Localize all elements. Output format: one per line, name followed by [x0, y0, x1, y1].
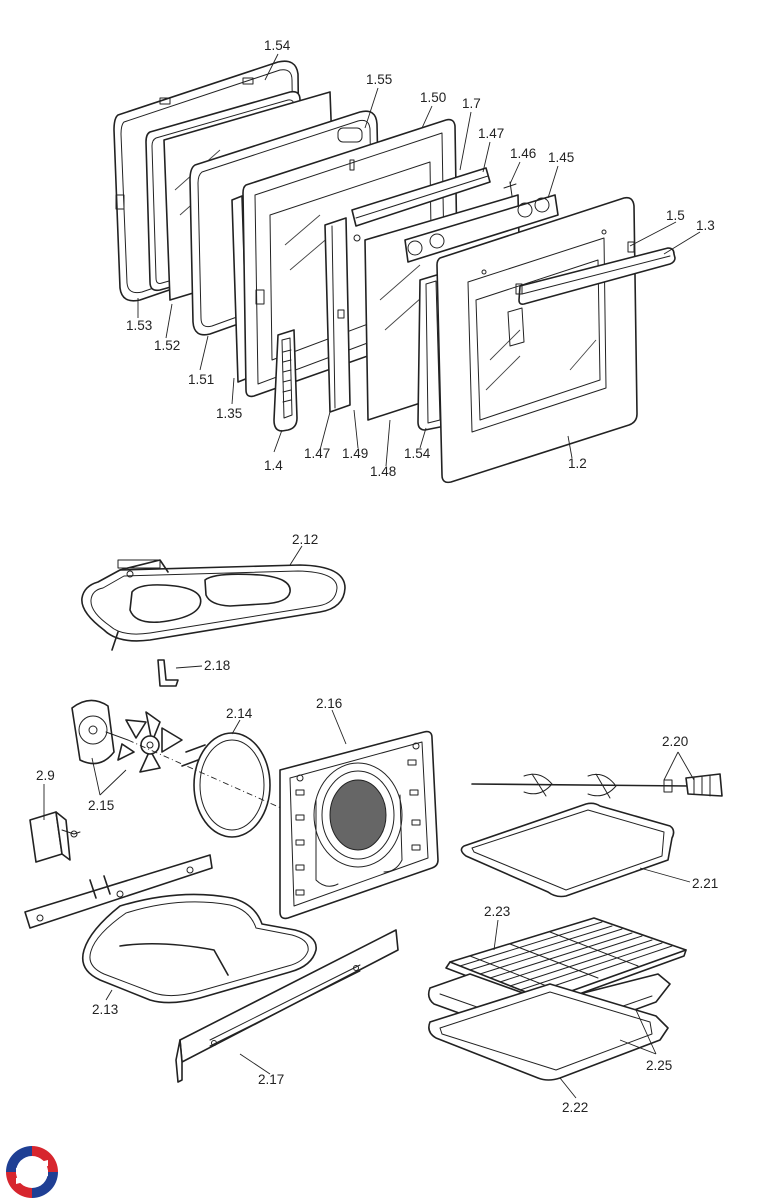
- label-2-13: 2.13: [92, 1002, 118, 1017]
- brand-logo-icon: [6, 1146, 58, 1198]
- brand-logo: [2, 1142, 62, 1200]
- assembly-axis: [127, 739, 291, 813]
- label-2-21: 2.21: [692, 876, 718, 891]
- part-2-14-circular-element: [181, 732, 271, 838]
- label-1-47-top: 1.47: [478, 126, 504, 141]
- part-1-47-side-channel: [324, 217, 351, 413]
- part-2-9-switch: [29, 811, 81, 863]
- part-2-18-clip: [157, 659, 179, 687]
- part-1-46-screw: [503, 181, 517, 197]
- label-1-5: 1.5: [666, 208, 685, 223]
- label-2-14: 2.14: [226, 706, 253, 721]
- label-2-25: 2.25: [646, 1058, 672, 1073]
- label-2-20: 2.20: [662, 734, 688, 749]
- label-2-16: 2.16: [316, 696, 342, 711]
- label-1-55: 1.55: [366, 72, 392, 87]
- part-labels: 1.54 1.55 1.50 1.7 1.47 1.46 1.45 1.5 1.…: [36, 38, 718, 1115]
- label-1-47-bottom: 1.47: [304, 446, 330, 461]
- label-2-23: 2.23: [484, 904, 510, 919]
- label-1-52: 1.52: [154, 338, 180, 353]
- label-1-35: 1.35: [216, 406, 242, 421]
- label-2-15: 2.15: [88, 798, 114, 813]
- part-2-22-deep-tray: [428, 983, 669, 1081]
- label-1-45: 1.45: [548, 150, 574, 165]
- part-2-17-cover-strip: [175, 929, 399, 1083]
- label-1-50: 1.50: [420, 90, 446, 105]
- label-2-17: 2.17: [258, 1072, 284, 1087]
- label-1-4: 1.4: [264, 458, 283, 473]
- fan-grille: [329, 779, 387, 851]
- door-assembly: [113, 60, 676, 484]
- part-1-45-control-bracket: [404, 194, 559, 263]
- part-2-20-rotisserie: [471, 773, 723, 799]
- label-1-54-bottom: 1.54: [404, 446, 431, 461]
- part-1-4-hinge: [273, 329, 298, 432]
- label-1-7: 1.7: [462, 96, 481, 111]
- label-1-54-top: 1.54: [264, 38, 291, 53]
- part-1-7-top-profile: [351, 167, 491, 242]
- label-1-48: 1.48: [370, 464, 396, 479]
- label-2-22: 2.22: [562, 1100, 588, 1115]
- part-2-13-lower-element: [24, 854, 317, 1004]
- label-1-49: 1.49: [342, 446, 368, 461]
- label-1-53: 1.53: [126, 318, 152, 333]
- part-2-21-shelf-frame: [460, 802, 675, 898]
- label-2-9: 2.9: [36, 768, 55, 783]
- part-2-15-fan-blade: [117, 711, 183, 773]
- leader-lines: [43, 53, 701, 1099]
- label-2-18: 2.18: [204, 658, 230, 673]
- part-2-12-grill-element: [81, 559, 346, 651]
- part-2-15-fan-motor: [71, 699, 129, 765]
- label-1-46: 1.46: [510, 146, 536, 161]
- label-1-51: 1.51: [188, 372, 214, 387]
- label-1-3: 1.3: [696, 218, 715, 233]
- label-1-2: 1.2: [568, 456, 587, 471]
- label-2-12: 2.12: [292, 532, 318, 547]
- part-1-5-handle-cap: [515, 241, 635, 295]
- part-2-16-back-panel: [279, 730, 439, 920]
